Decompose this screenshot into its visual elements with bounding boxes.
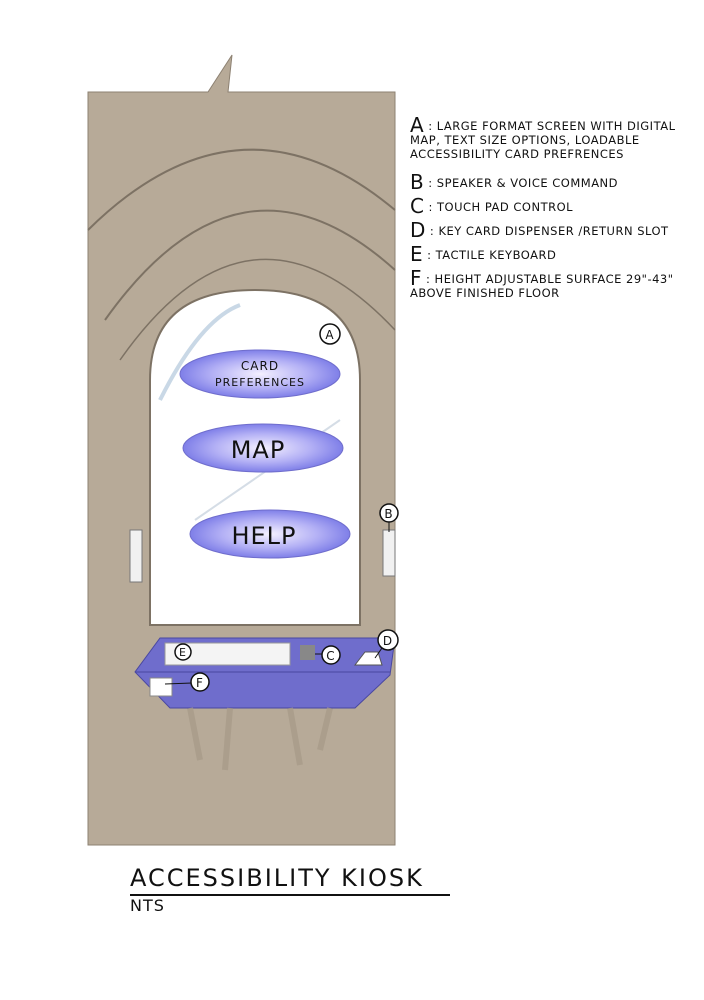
legend-text: Tactile keyboard bbox=[435, 248, 557, 262]
legend-item-d: D: Key card dispenser /return slot bbox=[410, 218, 669, 242]
callout-c: C bbox=[315, 645, 341, 665]
screen-button-map[interactable]: MAP bbox=[182, 423, 344, 473]
drawing-scale-note: NTS bbox=[130, 896, 165, 915]
legend-item-f: F: Height adjustable surface 29"-43" abo… bbox=[410, 266, 674, 300]
callout-a: A bbox=[319, 323, 341, 345]
svg-text:B: B bbox=[384, 507, 393, 521]
callout-b: B bbox=[379, 503, 399, 532]
legend-item-a: A: Large format screen with digital map,… bbox=[410, 113, 676, 161]
button-label: MAP bbox=[231, 436, 286, 464]
touch-pad[interactable] bbox=[300, 645, 315, 660]
drawing-title: ACCESSIBILITY KIOSK bbox=[130, 864, 450, 896]
callout-e: E bbox=[174, 643, 192, 661]
key-card-slot[interactable] bbox=[353, 651, 383, 666]
legend-text: Large format screen with digital map, te… bbox=[410, 119, 676, 161]
tactile-keyboard[interactable] bbox=[164, 642, 291, 666]
legend-item-e: E: Tactile keyboard bbox=[410, 242, 557, 266]
svg-text:F: F bbox=[196, 676, 204, 690]
legend-key: C bbox=[410, 194, 425, 218]
svg-text:D: D bbox=[383, 634, 393, 648]
legend-key: A bbox=[410, 113, 425, 137]
svg-text:E: E bbox=[179, 646, 187, 659]
button-label: CARD bbox=[241, 359, 279, 373]
legend-key: B bbox=[410, 170, 425, 194]
legend-key: F bbox=[410, 266, 423, 290]
callout-f: F bbox=[164, 672, 210, 692]
legend-item-b: B: Speaker & voice command bbox=[410, 170, 619, 194]
speaker-left bbox=[129, 529, 143, 583]
legend-text: Height adjustable surface 29"-43" above … bbox=[410, 272, 674, 300]
legend-item-c: C: Touch pad control bbox=[410, 194, 574, 218]
legend-text: Speaker & voice command bbox=[436, 176, 619, 190]
legend-key: E bbox=[410, 242, 424, 266]
legend-text: Touch pad control bbox=[437, 200, 574, 214]
height-adjust-control[interactable] bbox=[149, 677, 173, 697]
screen-button-card-preferences[interactable]: CARD PREFERENCES bbox=[179, 349, 341, 399]
screen-button-help[interactable]: HELP bbox=[189, 509, 351, 559]
svg-text:A: A bbox=[325, 328, 334, 342]
svg-text:C: C bbox=[326, 649, 335, 663]
callout-d: D bbox=[374, 629, 399, 659]
button-label: PREFERENCES bbox=[215, 376, 305, 389]
legend-text: Key card dispenser /return slot bbox=[438, 224, 669, 238]
speaker-right bbox=[382, 529, 396, 577]
legend-key: D bbox=[410, 218, 426, 242]
button-label: HELP bbox=[231, 522, 296, 550]
legend: A: Large format screen with digital map,… bbox=[410, 113, 700, 309]
